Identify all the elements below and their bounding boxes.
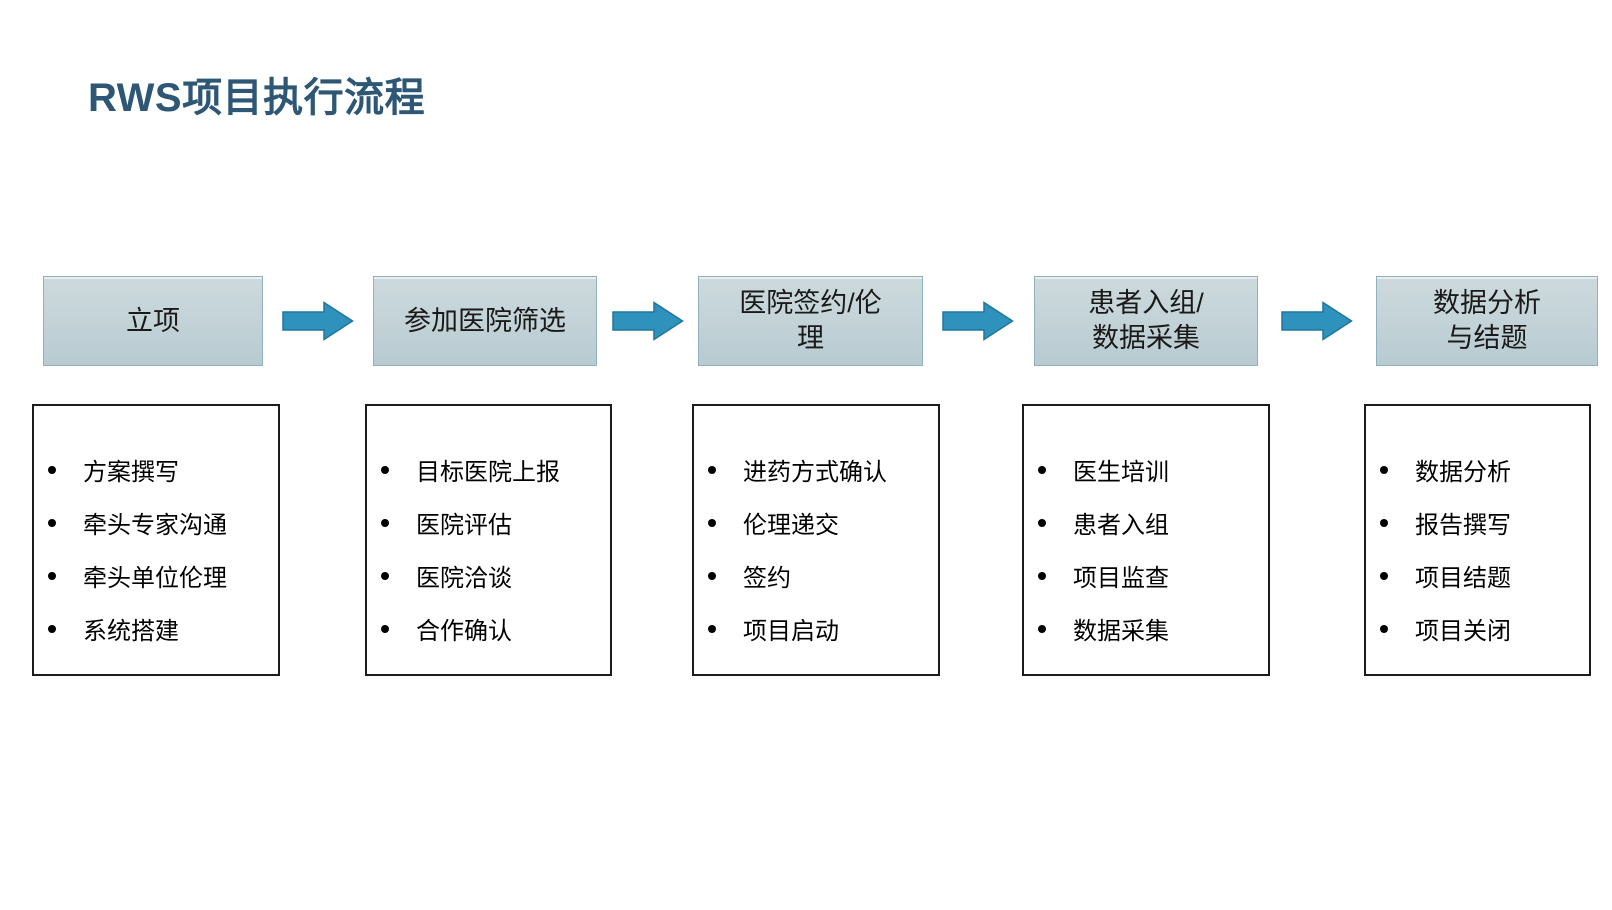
bullet-icon bbox=[381, 518, 389, 527]
list-item-label: 签约 bbox=[743, 565, 791, 592]
bullet-icon bbox=[48, 624, 56, 633]
list-item: 项目启动 bbox=[708, 602, 932, 655]
flow-arrow-icon bbox=[282, 301, 354, 341]
detail-list: 进药方式确认 伦理递交 签约 项目启动 bbox=[694, 406, 938, 655]
list-item-label: 报告撰写 bbox=[1415, 512, 1511, 539]
stage-label: 立项 bbox=[126, 305, 180, 336]
list-item: 项目监查 bbox=[1038, 549, 1262, 602]
list-item-label: 目标医院上报 bbox=[416, 459, 560, 486]
stage-box-contract-ethics: 医院签约/伦 理 bbox=[698, 276, 923, 366]
list-item: 伦理递交 bbox=[708, 496, 932, 549]
bullet-icon bbox=[1380, 571, 1388, 580]
list-item: 医院评估 bbox=[381, 496, 604, 549]
list-item: 目标医院上报 bbox=[381, 443, 604, 496]
bullet-icon bbox=[48, 571, 56, 580]
list-item: 签约 bbox=[708, 549, 932, 602]
list-item: 患者入组 bbox=[1038, 496, 1262, 549]
detail-box-analysis-conclusion: 数据分析 报告撰写 项目结题 项目关闭 bbox=[1364, 404, 1591, 676]
stage-box-analysis-conclusion: 数据分析 与结题 bbox=[1376, 276, 1598, 366]
list-item: 牵头单位伦理 bbox=[48, 549, 272, 602]
list-item-label: 数据分析 bbox=[1415, 459, 1511, 486]
list-item: 方案撰写 bbox=[48, 443, 272, 496]
page-title: RWS项目执行流程 bbox=[88, 76, 426, 120]
bullet-icon bbox=[1038, 624, 1046, 633]
stage-label: 参加医院筛选 bbox=[404, 305, 566, 336]
bullet-icon bbox=[1038, 465, 1046, 474]
list-item: 数据分析 bbox=[1380, 443, 1583, 496]
bullet-icon bbox=[381, 624, 389, 633]
list-item: 牵头专家沟通 bbox=[48, 496, 272, 549]
list-item-label: 合作确认 bbox=[416, 618, 512, 645]
bullet-icon bbox=[1038, 518, 1046, 527]
list-item-label: 方案撰写 bbox=[83, 459, 179, 486]
list-item-label: 系统搭建 bbox=[83, 618, 179, 645]
stage-label: 数据分析 与结题 bbox=[1433, 288, 1541, 353]
list-item-label: 患者入组 bbox=[1073, 512, 1169, 539]
list-item: 项目关闭 bbox=[1380, 602, 1583, 655]
list-item-label: 项目关闭 bbox=[1415, 618, 1511, 645]
list-item-label: 牵头单位伦理 bbox=[83, 565, 227, 592]
bullet-icon bbox=[708, 571, 716, 580]
stage-box-initiation: 立项 bbox=[43, 276, 263, 366]
list-item-label: 项目监查 bbox=[1073, 565, 1169, 592]
detail-list: 方案撰写 牵头专家沟通 牵头单位伦理 系统搭建 bbox=[34, 406, 278, 655]
list-item-label: 医生培训 bbox=[1073, 459, 1169, 486]
list-item: 医院洽谈 bbox=[381, 549, 604, 602]
detail-box-initiation: 方案撰写 牵头专家沟通 牵头单位伦理 系统搭建 bbox=[32, 404, 280, 676]
bullet-icon bbox=[48, 465, 56, 474]
list-item-label: 牵头专家沟通 bbox=[83, 512, 227, 539]
bullet-icon bbox=[1380, 465, 1388, 474]
flow-arrow-icon bbox=[942, 301, 1014, 341]
list-item: 进药方式确认 bbox=[708, 443, 932, 496]
list-item-label: 数据采集 bbox=[1073, 618, 1169, 645]
stage-label: 患者入组/ 数据采集 bbox=[1088, 288, 1204, 353]
detail-box-hospital-screening: 目标医院上报 医院评估 医院洽谈 合作确认 bbox=[365, 404, 612, 676]
list-item-label: 进药方式确认 bbox=[743, 459, 887, 486]
list-item-label: 项目启动 bbox=[743, 618, 839, 645]
flow-arrow-icon bbox=[612, 301, 684, 341]
list-item-label: 医院洽谈 bbox=[416, 565, 512, 592]
bullet-icon bbox=[381, 571, 389, 580]
list-item-label: 项目结题 bbox=[1415, 565, 1511, 592]
detail-list: 目标医院上报 医院评估 医院洽谈 合作确认 bbox=[367, 406, 610, 655]
bullet-icon bbox=[1380, 624, 1388, 633]
bullet-icon bbox=[1380, 518, 1388, 527]
bullet-icon bbox=[708, 465, 716, 474]
list-item-label: 伦理递交 bbox=[743, 512, 839, 539]
detail-box-enrollment-data-collection: 医生培训 患者入组 项目监查 数据采集 bbox=[1022, 404, 1270, 676]
bullet-icon bbox=[48, 518, 56, 527]
flow-arrow-icon bbox=[1281, 301, 1353, 341]
list-item: 报告撰写 bbox=[1380, 496, 1583, 549]
bullet-icon bbox=[708, 624, 716, 633]
detail-list: 医生培训 患者入组 项目监查 数据采集 bbox=[1024, 406, 1268, 655]
list-item: 医生培训 bbox=[1038, 443, 1262, 496]
stage-box-enrollment-data-collection: 患者入组/ 数据采集 bbox=[1034, 276, 1258, 366]
detail-list: 数据分析 报告撰写 项目结题 项目关闭 bbox=[1366, 406, 1589, 655]
detail-box-contract-ethics: 进药方式确认 伦理递交 签约 项目启动 bbox=[692, 404, 940, 676]
stage-box-hospital-screening: 参加医院筛选 bbox=[373, 276, 597, 366]
bullet-icon bbox=[381, 465, 389, 474]
list-item: 系统搭建 bbox=[48, 602, 272, 655]
bullet-icon bbox=[1038, 571, 1046, 580]
list-item-label: 医院评估 bbox=[416, 512, 512, 539]
list-item: 数据采集 bbox=[1038, 602, 1262, 655]
stage-label: 医院签约/伦 理 bbox=[739, 288, 882, 353]
bullet-icon bbox=[708, 518, 716, 527]
list-item: 合作确认 bbox=[381, 602, 604, 655]
list-item: 项目结题 bbox=[1380, 549, 1583, 602]
